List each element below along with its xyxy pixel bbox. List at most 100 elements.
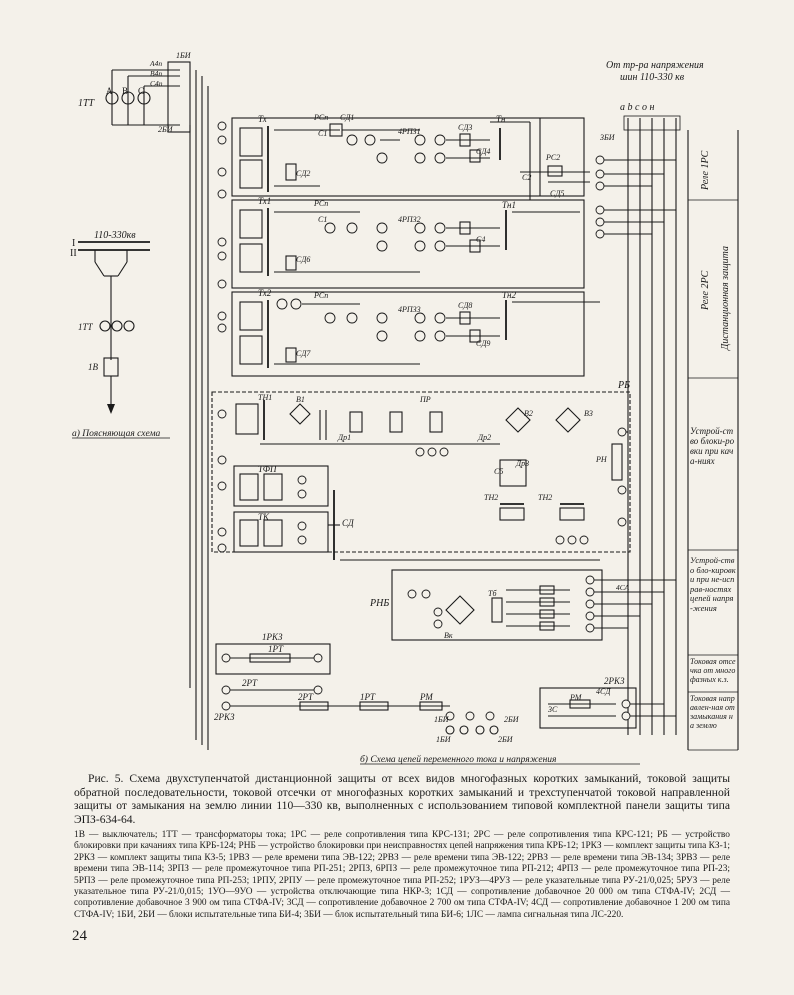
explanatory-scheme-title: а) Поясняющая схема: [72, 428, 161, 439]
sd3-label: СД3: [458, 123, 472, 132]
phase-letters: a b c o н: [620, 102, 654, 113]
rsp-label: РСп: [313, 113, 328, 122]
circuit-scheme-title: б) Схема цепей переменного тока и напряж…: [360, 754, 556, 765]
ct-top-group: [105, 61, 191, 133]
c1-label: С1: [318, 129, 327, 138]
rm-label: РМ: [419, 692, 433, 702]
c3-label: С1: [318, 215, 327, 224]
explain-voltage-label: 110-330кв: [94, 230, 136, 241]
c2-label: С2: [522, 173, 531, 182]
bi-top2-label: 2БИ: [158, 125, 174, 134]
tx-label: Тх: [258, 114, 267, 124]
tx1-label: Тх1: [258, 196, 271, 206]
relay-2rs-block-1: [231, 199, 676, 289]
tn2a-label: ТН2: [484, 493, 498, 502]
relay-2rs-label: Реле 2РС: [700, 270, 711, 311]
blocking-on-fault-label: Устрой-ство бло-кировки при не-исправ-но…: [690, 556, 736, 613]
relay-2rs-block-2: [231, 291, 600, 377]
current-cutoff-label: Токовая отсечка от многофазных к.з.: [690, 657, 736, 684]
dr2-label: Др2: [477, 433, 491, 442]
prk3-3-label: 2РКЗ: [604, 676, 625, 686]
rn-label: РН: [595, 455, 608, 464]
relay-1rs-block: [231, 117, 676, 200]
rkz2-block: [539, 687, 676, 729]
ct-top-label: 1ТТ: [78, 98, 96, 109]
tn2-label: Тн2: [502, 290, 516, 300]
caption-legend: 1В — выключатель; 1ТТ — трансформаторы т…: [74, 830, 730, 920]
bus-1-label: I: [72, 238, 75, 249]
tb-label: Тб: [488, 589, 497, 598]
3s-label: 3С: [547, 705, 558, 714]
rt2-label: 2РТ: [242, 678, 258, 688]
dr3-label: Др3: [515, 459, 529, 468]
rm2-label: РМ: [569, 693, 583, 702]
b2-label: В2: [524, 409, 533, 418]
4sd-label: 4СД: [596, 687, 611, 696]
c4-label: С4: [476, 235, 485, 244]
dr1-label: Др1: [337, 433, 351, 442]
bi1-label: 1БИ: [434, 715, 450, 724]
rnb-label: РНБ: [369, 598, 389, 609]
sd7-label: СД7: [296, 349, 311, 358]
phase-a-label: А: [106, 86, 113, 96]
rp1-label: 4РПЗ1: [398, 127, 421, 136]
rb-block: [211, 391, 631, 553]
b1-label: В1: [296, 395, 305, 404]
prk3-2-label: 2РКЗ: [214, 712, 235, 722]
rsp3-label: РСп: [313, 291, 328, 300]
circuit-diagram: От тр-ра напряжения шин 110-330 кв a b c…: [70, 51, 739, 765]
rt2b-label: 2РТ: [298, 692, 314, 702]
rs2-label: РС2: [545, 153, 560, 162]
sd-label: СД: [342, 518, 355, 528]
tk-label: ТК: [258, 512, 270, 522]
explain-ct-label: 1ТТ: [78, 322, 94, 332]
sd5-label: СД5: [550, 189, 564, 198]
sd6-label: СД6: [296, 255, 310, 264]
tn1-label: Тн1: [502, 200, 516, 210]
sd2-label: СД2: [296, 169, 310, 178]
bus-2-label: II: [70, 248, 77, 259]
left-current-bus: [189, 70, 209, 750]
relay-1rs-label: Реле 1РС: [700, 150, 711, 191]
left-terminals: [217, 121, 227, 553]
vk-label: Вк: [444, 631, 453, 640]
tn1-rb-label: ТН1: [258, 393, 272, 402]
from-transformer-label: От тр-ра напряжения: [606, 60, 704, 71]
sd1-label: СД1: [340, 113, 354, 122]
right-function-column: [687, 130, 739, 751]
phase-c-label: С: [138, 86, 144, 96]
rp2-label: 4РПЗ2: [398, 215, 421, 224]
signal-lamps: [445, 725, 499, 735]
voltage-buses: [623, 115, 681, 735]
blocking-on-swing-label: Устрой-ство блоки-ровки при кача-ниях: [690, 426, 735, 466]
tn2b-label: ТН2: [538, 493, 552, 502]
figure-caption: Рис. 5. Схема двухступенчатой дистанцион…: [74, 772, 730, 921]
phase-b-label: В: [122, 86, 128, 96]
rt1b-label: 1РТ: [360, 692, 376, 702]
pr-label: ПР: [419, 395, 431, 404]
tn-label: Тн: [496, 114, 506, 124]
c5-label: С5: [494, 467, 503, 476]
b3-label: В3: [584, 409, 593, 418]
tfp-label: ТФП: [258, 464, 277, 474]
rp3-label: 4РПЗ3: [398, 305, 421, 314]
bi-top-label: 1БИ: [176, 51, 192, 60]
explain-breaker-label: 1В: [88, 362, 99, 372]
b4p-label: В4п: [150, 69, 162, 78]
distance-protection-label: Дистанционная защита: [720, 246, 731, 351]
rb-label: РБ: [617, 380, 630, 391]
sd9-label: СД9: [476, 339, 490, 348]
bi3-label: 1БИ: [436, 735, 452, 744]
rsp2-label: РСп: [313, 199, 328, 208]
s4-label: 4СА: [616, 583, 629, 592]
a4p-label: А4п: [149, 59, 162, 68]
sd4-label: СД4: [476, 147, 490, 156]
prk3-label: 1РКЗ: [262, 632, 283, 642]
rkz-block: [215, 643, 495, 721]
bi2-label: 2БИ: [504, 715, 520, 724]
tx2-label: Тх2: [258, 288, 272, 298]
sd8-label: СД8: [458, 301, 472, 310]
page-number: 24: [72, 928, 87, 944]
directional-protection-label: Токовая направлен-ная от замыкания на зе…: [690, 694, 735, 730]
rnb-block: [391, 569, 676, 641]
